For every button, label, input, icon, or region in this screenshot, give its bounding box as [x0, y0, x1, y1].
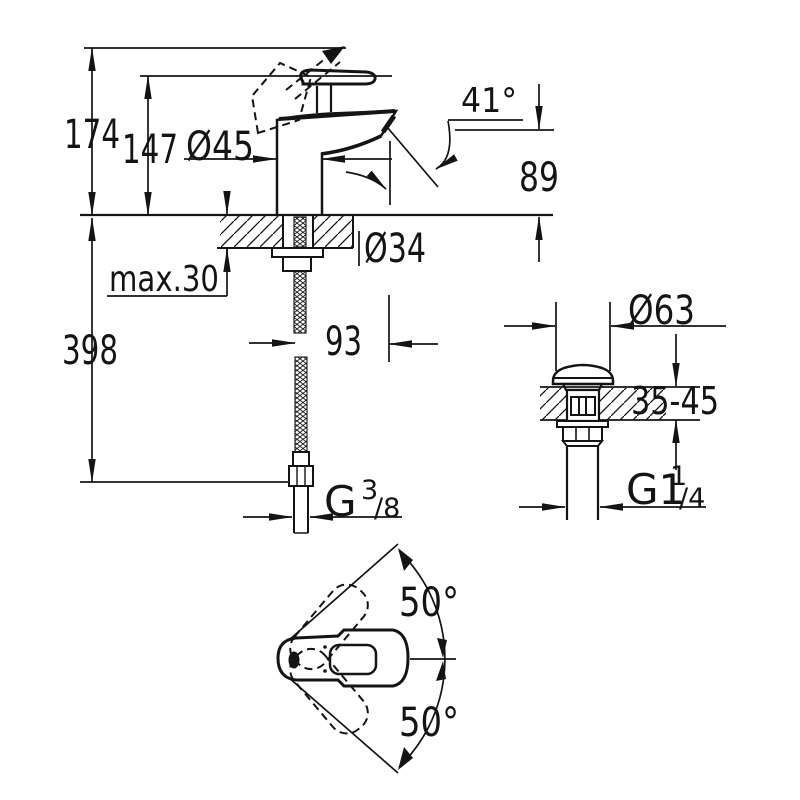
- counter-section: [217, 216, 354, 249]
- drain-cap: [551, 363, 615, 386]
- raised-handle-dashed: [250, 53, 341, 135]
- front-view: 174 147 Ø45 41° 89 max.30 Ø34 398 93 G 3…: [62, 46, 559, 534]
- spout-underside: [320, 134, 382, 156]
- handle-lift-arrow: [322, 46, 345, 64]
- spout-height-label: 89: [519, 155, 559, 201]
- spout-top-edge: [278, 109, 396, 121]
- overall-height-label: 174: [64, 112, 120, 158]
- flange-diameter-label: Ø63: [628, 288, 695, 334]
- handle-dot-bottom: [323, 669, 327, 673]
- drain-window: [570, 396, 596, 416]
- waste-thread-denominator: /4: [679, 483, 705, 514]
- hose-nut: [288, 465, 314, 487]
- body-diameter-label: Ø45: [186, 124, 254, 170]
- mounting-washer: [271, 247, 324, 258]
- mounting-nut: [282, 256, 312, 272]
- arc-arrow-center-up: [437, 638, 447, 658]
- hose-collar: [292, 451, 310, 467]
- faucet-outline: [275, 109, 399, 215]
- deck-thickness-label: 35-45: [631, 379, 719, 423]
- arc-arrow-bottom: [398, 747, 413, 770]
- swing-up-label: 50°: [399, 580, 459, 626]
- supply-thread-denominator: /8: [374, 493, 400, 524]
- arc-arrow-top: [398, 548, 413, 571]
- arc-arrow-center-down: [436, 661, 446, 681]
- flex-hose-upper: [293, 270, 307, 334]
- drain-counter-section: [540, 386, 700, 421]
- drain-valve-view: Ø63 35-45 G1 1 /4: [504, 288, 726, 520]
- hole-diameter-label: Ø34: [364, 226, 426, 272]
- waste-thread-numerator: 1: [670, 461, 687, 492]
- drain-extension-lines: [555, 302, 611, 371]
- drain-dimension-lines: [504, 322, 726, 511]
- supply-thread-numerator: 3: [361, 475, 378, 506]
- flow-angle-label: 41°: [461, 81, 517, 121]
- waste-thread-label: G1 1 /4: [626, 461, 705, 514]
- swing-down-label: 50°: [399, 700, 459, 746]
- supply-thread-label: G 3 /8: [324, 475, 400, 526]
- spout-reach-label: 93: [325, 319, 362, 365]
- handle-top-outline: [276, 628, 410, 688]
- threaded-shank: [293, 216, 307, 248]
- front-view-dimension-lines: [88, 47, 543, 521]
- handle-dot-top: [323, 645, 327, 649]
- hose-length-label: 398: [62, 328, 118, 374]
- supply-hose-assembly: [271, 215, 324, 534]
- handle-lever: [299, 68, 377, 86]
- handle-top-inner: [328, 643, 378, 676]
- supply-thread-prefix: G: [324, 477, 357, 526]
- aerator-face: [380, 114, 397, 134]
- angle-arc-41: [435, 120, 458, 170]
- faucet-body: [250, 46, 399, 215]
- flow-direction-arrow: [345, 170, 387, 190]
- handle-height-label: 147: [122, 127, 178, 173]
- flex-hose-lower: [294, 356, 308, 453]
- handle-top-view: 50° 50°: [276, 543, 459, 774]
- waste-thread-prefix: G1: [626, 465, 685, 514]
- max-thickness-label: max.30: [109, 259, 219, 300]
- swivel-angle-annotation: [287, 543, 456, 774]
- drain-nut: [562, 426, 603, 442]
- handle-logo-dot: [288, 651, 300, 669]
- drain-valve-body: [551, 363, 615, 520]
